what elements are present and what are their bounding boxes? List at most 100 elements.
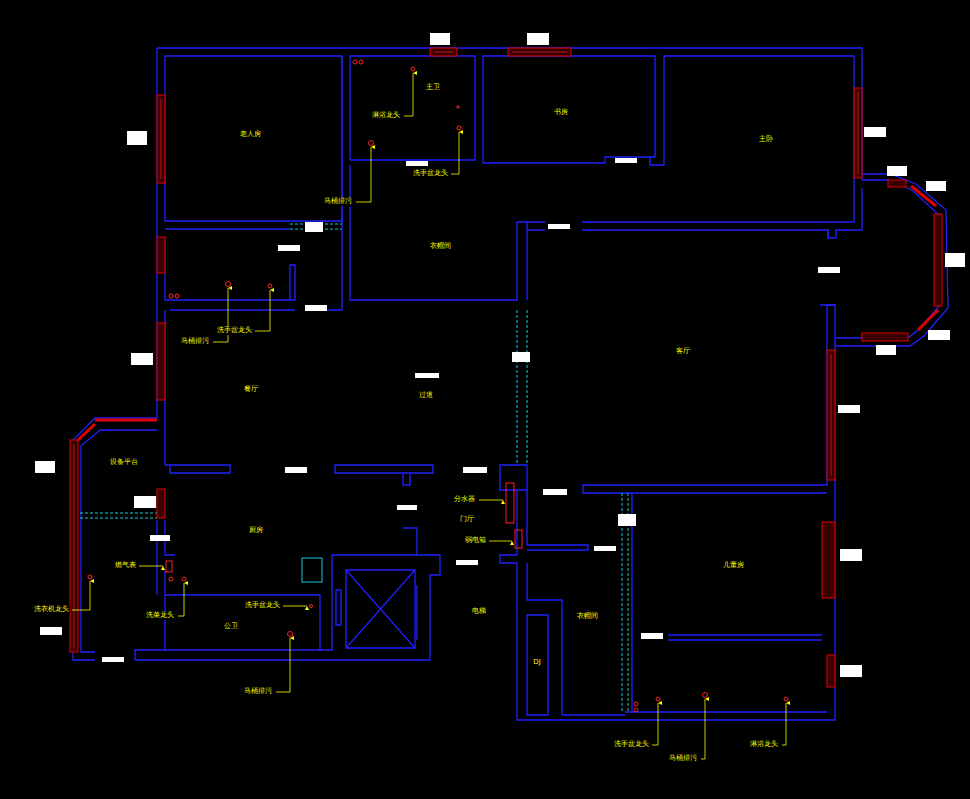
room-label: 书房 <box>553 109 569 117</box>
fixture-symbols-part <box>703 693 708 698</box>
dimension-tags-part <box>615 158 637 163</box>
dimension-tags-part <box>818 267 840 273</box>
leader-lines-part <box>72 581 90 610</box>
fixture-symbols-part <box>226 282 231 287</box>
dimension-tags-part <box>150 535 170 541</box>
dimension-tags-part <box>131 353 153 365</box>
dimension-tags-part <box>430 33 450 45</box>
fixture-label: 分水器 <box>453 496 476 504</box>
fixture-symbols <box>88 60 788 712</box>
dimension-tags-part <box>102 657 124 662</box>
windows-part <box>822 522 835 598</box>
leader-lines <box>72 73 786 759</box>
leader-lines-part <box>276 638 290 692</box>
fixture-label: 弱电箱 <box>464 537 487 545</box>
fixture-label: 洗手盆龙头 <box>216 327 253 335</box>
dimension-tags-part <box>305 305 327 311</box>
fixture-symbols-part <box>169 294 173 298</box>
fixture-label: 洗菜龙头 <box>145 612 175 620</box>
fixture-symbols-part <box>302 558 322 582</box>
walls-part <box>483 56 655 163</box>
fixture-symbols-part <box>784 697 788 701</box>
walls-part <box>350 56 475 160</box>
room-label: 儿童房 <box>722 562 745 570</box>
fixture-label: 洗手盆龙头 <box>613 741 650 749</box>
dimension-tags-part <box>543 489 567 495</box>
walls-part <box>346 570 415 648</box>
leader-lines-part <box>283 606 307 607</box>
fixture-symbols-part <box>175 294 179 298</box>
windows-part <box>888 180 906 187</box>
leader-lines-part <box>451 132 459 174</box>
fixture-symbols-part <box>169 577 173 581</box>
dimension-tags-part <box>463 467 487 473</box>
windows-part <box>157 489 165 518</box>
room-label: DJ <box>532 659 541 667</box>
fixture-label: 马桶排污 <box>668 755 698 763</box>
dimension-tags-part <box>134 496 156 508</box>
dimension-tags-part <box>945 253 965 267</box>
room-label: 餐厅 <box>243 386 259 394</box>
walls-part <box>527 222 545 230</box>
fixture-symbols-part <box>457 126 461 130</box>
walls-part <box>165 56 342 221</box>
walls-part <box>650 56 664 165</box>
dimension-tags-part <box>926 181 946 191</box>
fixture-label: 淋浴龙头 <box>749 741 779 749</box>
walls <box>73 48 948 720</box>
room-label: 主卧 <box>758 136 774 144</box>
fixture-symbols-part <box>353 60 357 64</box>
walls-part <box>836 174 948 346</box>
door-openings-part <box>517 310 527 465</box>
dimension-tags-part <box>40 627 62 635</box>
dimension-tags-part <box>641 633 663 639</box>
walls-part <box>135 555 440 660</box>
walls-part <box>165 229 295 300</box>
walls-part <box>527 490 588 600</box>
dimension-tags-part <box>278 245 300 251</box>
walls-part <box>582 56 854 222</box>
dimension-tags-part <box>887 166 907 176</box>
fixture-label: 洗手盆龙头 <box>244 602 281 610</box>
fixture-symbols-part <box>310 605 313 608</box>
dimension-tags-part <box>840 665 862 677</box>
dimension-tags-part <box>864 127 886 137</box>
dimension-tags-part <box>838 405 860 413</box>
leader-lines-part <box>701 699 705 759</box>
fixture-symbols-part <box>369 141 374 146</box>
room-label: 客厅 <box>675 348 691 356</box>
dimension-tags-part <box>618 514 636 526</box>
fixture-symbols-part <box>166 561 172 572</box>
dimension-tags-part <box>127 131 147 145</box>
windows-part <box>862 333 908 341</box>
fixture-symbols-part <box>634 702 638 706</box>
door-openings-part <box>80 513 157 518</box>
fixture-symbols-part <box>506 483 514 523</box>
room-label: 老人房 <box>239 131 262 139</box>
walls-part <box>157 520 320 650</box>
dimension-tags-part <box>594 546 616 551</box>
fixture-symbols-part <box>359 60 363 64</box>
fixture-symbols-part <box>411 67 415 71</box>
windows-part <box>157 323 165 400</box>
walls-part <box>527 600 625 715</box>
walls-part <box>336 585 417 640</box>
fixture-label: 洗衣机龙头 <box>33 606 70 614</box>
room-label: 公卫 <box>223 623 239 631</box>
fixture-symbols-part <box>457 106 459 108</box>
walls-part <box>582 188 862 238</box>
fixture-label: 洗手盆龙头 <box>412 170 449 178</box>
leader-lines-part <box>178 583 184 616</box>
windows-part <box>827 655 835 687</box>
room-label: 厨房 <box>248 527 264 535</box>
walls-part <box>625 493 827 712</box>
room-label: 衣帽间 <box>429 243 452 251</box>
dimension-tags-part <box>876 345 896 355</box>
walls-part <box>157 48 230 473</box>
fixture-label: 淋浴龙头 <box>371 112 401 120</box>
fixture-symbols-part <box>656 697 660 701</box>
leader-lines-part <box>139 566 163 567</box>
dimension-tags-part <box>928 330 950 340</box>
